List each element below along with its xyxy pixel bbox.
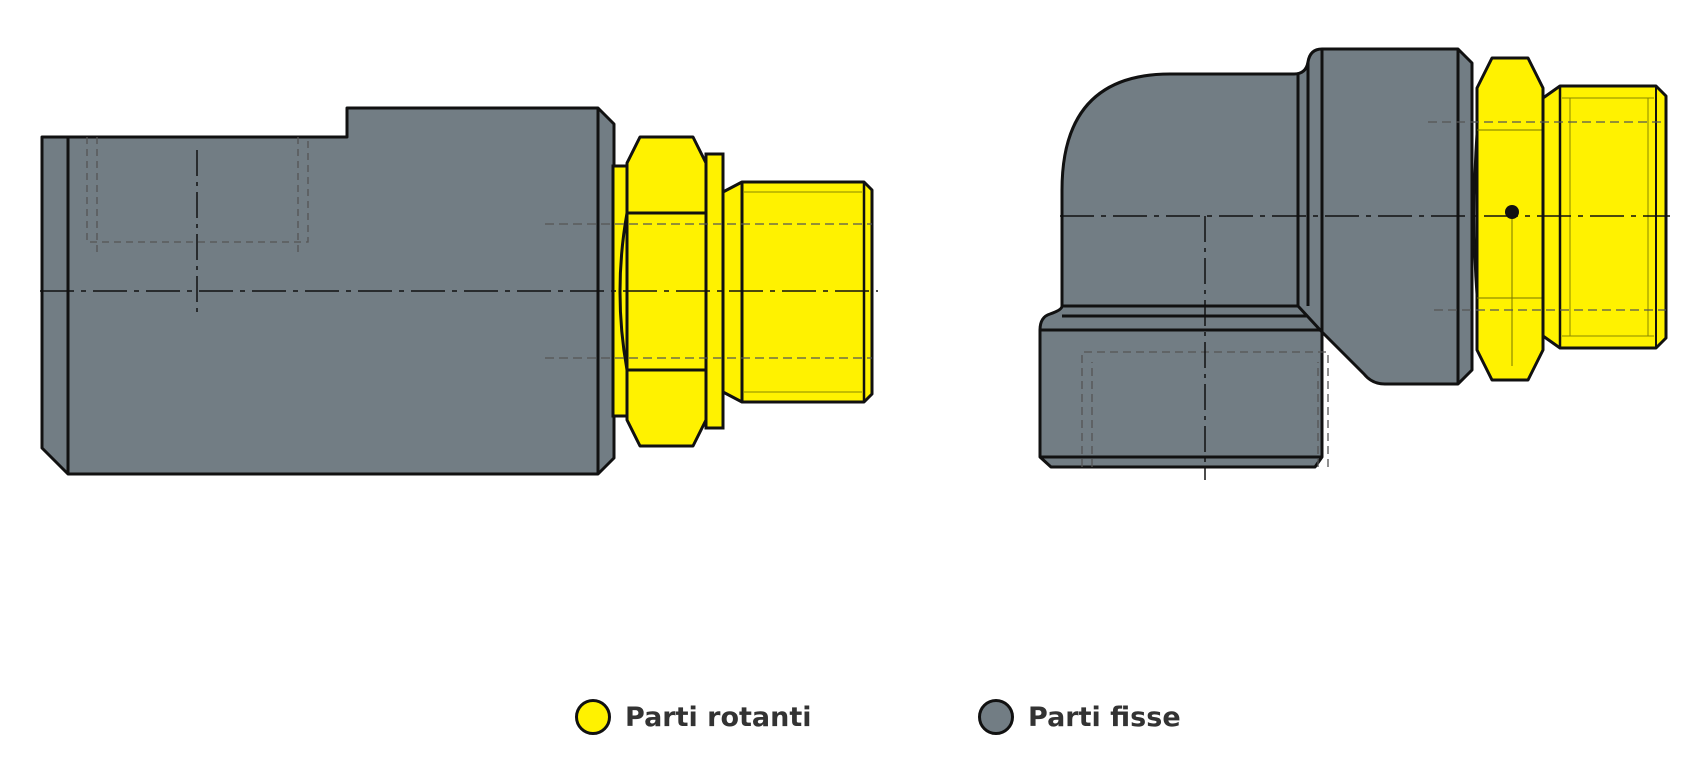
legend-label-rotating: Parti rotanti [625, 701, 812, 733]
elbow-thread-lines [1562, 97, 1654, 337]
straight-hex-facet-lines [618, 211, 715, 372]
elbow-fixed-body [1038, 47, 1474, 469]
elbow-lube-hole [1505, 205, 1519, 219]
legend-swatch-rotating [575, 699, 611, 735]
straight-hidden-bore [545, 223, 872, 359]
elbow-rotating-threaded-fitting [1541, 84, 1668, 350]
elbow-hex-facet-hidden [1477, 129, 1543, 366]
straight-hidden-port [86, 137, 309, 252]
elbow-hidden-outlet [1428, 121, 1666, 311]
straight-rotary-union [40, 106, 878, 476]
legend-item-rotating: Parti rotanti [575, 694, 812, 740]
elbow-body-edges [1040, 49, 1460, 459]
legend-item-fixed: Parti fisse [978, 694, 1181, 740]
straight-rotating-threaded-shaft [721, 180, 874, 404]
elbow-rotary-union [1038, 47, 1670, 480]
legend-label-fixed: Parti fisse [1028, 701, 1181, 733]
legend-swatch-fixed [978, 699, 1014, 735]
elbow-rotating-hex-nut [1475, 56, 1545, 382]
straight-thread-lines [744, 191, 862, 393]
